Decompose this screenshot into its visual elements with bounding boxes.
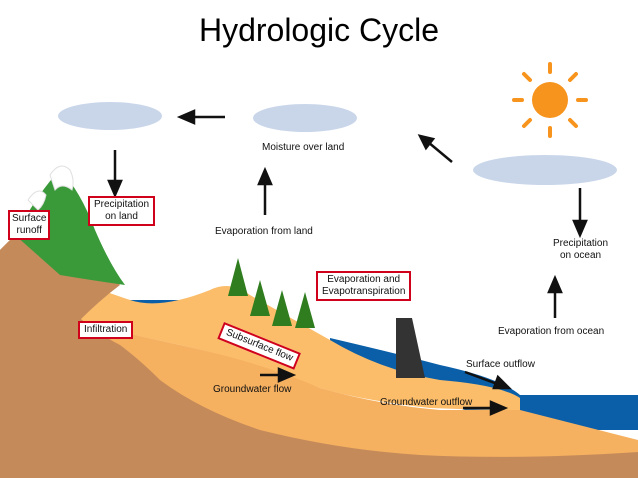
cloud-center — [253, 104, 357, 132]
dam — [396, 318, 425, 378]
label-precipitation-on-ocean-line2: on ocean — [559, 250, 602, 261]
bedrock-layer — [0, 240, 638, 478]
tree — [250, 280, 270, 316]
label-infiltration: Infiltration — [78, 321, 134, 339]
forest — [228, 258, 315, 328]
page-title: Hydrologic Cycle — [198, 12, 440, 48]
label-evapotranspiration-line2: Evapotranspiration — [322, 286, 406, 297]
cycle-arrows — [107, 109, 588, 416]
label-evaporation-from-ocean: Evaporation from ocean — [498, 326, 605, 337]
label-groundwater-flow: Groundwater flow — [213, 384, 292, 395]
label-evaporation-and-evapotranspiration: Evaporation and Evapotranspiration — [316, 271, 412, 301]
label-precipitation-on-ocean-line1: Precipitation — [553, 238, 609, 249]
label-surface-outflow: Surface outflow — [466, 359, 535, 370]
mountain-snowcap-2 — [27, 190, 47, 211]
tree — [295, 292, 315, 328]
label-precipitation-on-land-line1: Precipitation — [94, 199, 150, 210]
label-precipitation-on-land-line2: on land — [105, 211, 138, 222]
sun-icon — [512, 62, 588, 138]
label-precipitation-on-ocean: Precipitation on ocean — [553, 238, 608, 262]
mountain-snowcap — [49, 165, 74, 191]
tree — [272, 290, 292, 326]
label-surface-runoff-line2: runoff — [16, 225, 42, 236]
label-precipitation-on-land: Precipitation on land — [88, 196, 156, 226]
upper-soil-layer — [10, 240, 520, 410]
label-surface-runoff: Surface runoff — [8, 210, 51, 240]
cloud-left — [58, 102, 162, 130]
tree — [228, 258, 248, 296]
label-surface-runoff-line1: Surface — [12, 213, 47, 224]
label-moisture-over-land: Moisture over land — [262, 142, 345, 153]
cloud-right — [473, 155, 617, 185]
label-evaporation-from-land: Evaporation from land — [215, 226, 313, 237]
label-groundwater-outflow: Groundwater outflow — [380, 397, 473, 408]
label-evapotranspiration-line1: Evaporation and — [327, 274, 401, 285]
